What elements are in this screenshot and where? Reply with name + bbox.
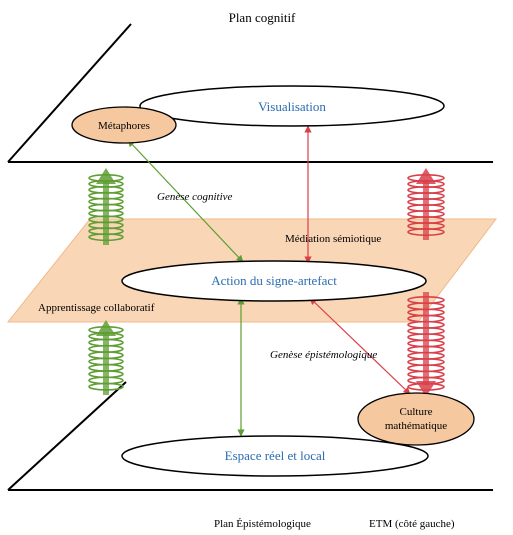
node-culture-mathematique [357,392,475,446]
top-plane-diagonal [7,23,132,163]
title-plan-cognitif: Plan cognitif [229,10,296,25]
node-metaphores [71,106,177,144]
label-genese-epistemologique: Genèse épistémologique [270,349,377,361]
label-mediation-semiotique: Médiation sémiotique [285,233,381,245]
node-espace-reel-local [121,435,429,477]
green-spiral-upper [88,168,124,245]
footer-etm: ETM (côté gauche) [369,518,455,530]
node-action-label: Action du signe-artefact [211,273,337,288]
red-spiral-lower [407,292,445,397]
arrow-metaphores-to-action [127,139,244,263]
node-culture-label-2: mathématique [385,420,447,432]
node-metaphores-label: Métaphores [98,120,150,132]
node-visualisation-label: Visualisation [258,99,326,114]
bottom-plane-diagonal [7,381,127,491]
green-spiral-lower [88,320,124,395]
label-genese-cognitive: Genèse cognitive [157,191,233,203]
node-visualisation [139,85,445,127]
footer-plan-epistemologique: Plan Épistémologique [214,518,311,530]
node-espace-label: Espace réel et local [225,448,326,463]
node-action-signe-artefact [121,260,427,302]
red-spiral-upper [407,168,445,240]
arrow-action-to-culture [309,297,411,395]
label-apprentissage-collaboratif: Apprentissage collaboratif [38,302,155,314]
node-culture-label-1: Culture [400,406,433,418]
